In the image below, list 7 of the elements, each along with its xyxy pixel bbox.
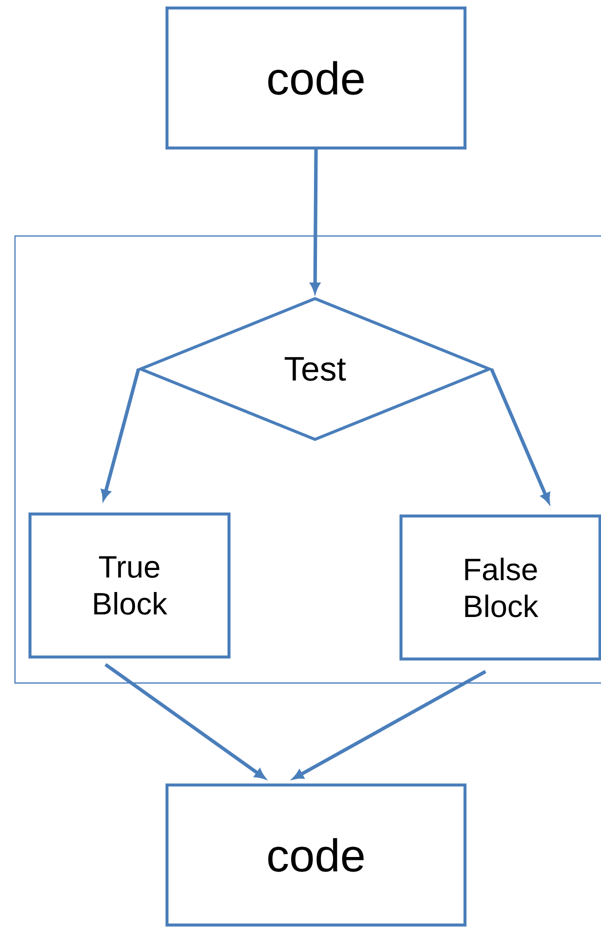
process-box: False Block	[400, 514, 601, 660]
arrow	[490, 368, 550, 504]
group-frame	[14, 235, 601, 684]
arrow	[104, 663, 266, 779]
process-box: code	[166, 6, 466, 150]
process-box: code	[166, 784, 466, 926]
process-box: True Block	[28, 512, 230, 658]
